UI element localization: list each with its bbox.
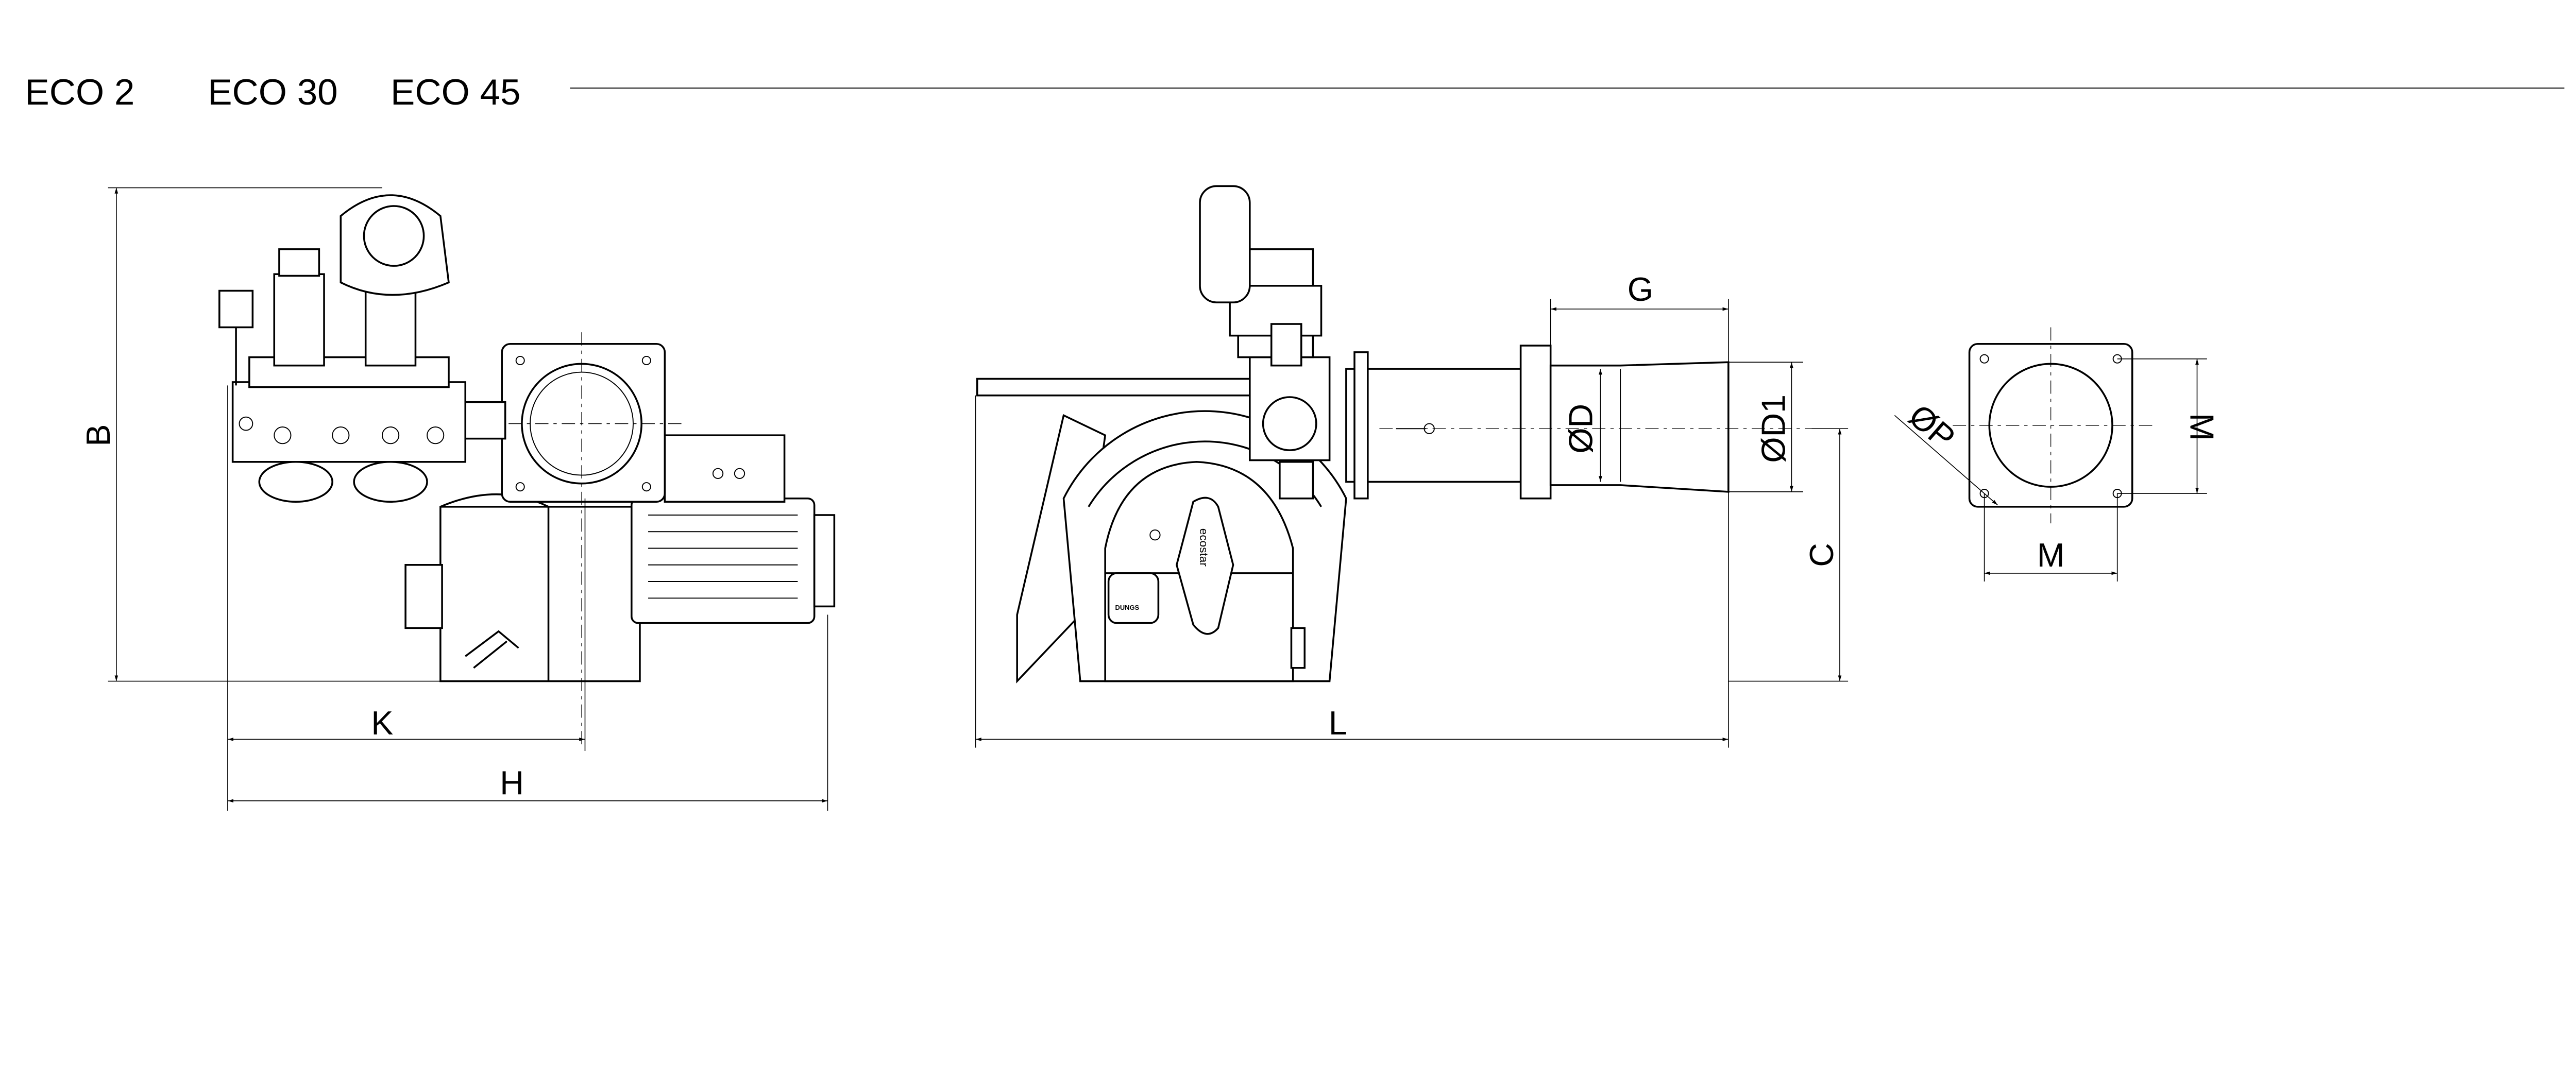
dimension-b-label: B: [80, 424, 117, 447]
dimension-d1-label: ØD1: [1755, 395, 1792, 463]
flange-view: M M ØP: [1894, 327, 2221, 582]
dimension-c-label: C: [1803, 543, 1840, 567]
header: ECO 2 ECO 30 ECO 45: [25, 72, 2565, 113]
dimension-k-label: K: [371, 705, 393, 742]
dimension-l-label: L: [1329, 705, 1347, 742]
dimension-m-vertical-label: M: [2183, 413, 2221, 441]
side-view: ecostar DUNGS: [976, 185, 1812, 684]
model-eco-2: ECO 2: [25, 72, 134, 113]
model-eco-30: ECO 30: [208, 72, 337, 113]
dimension-p-label: ØP: [1902, 397, 1962, 456]
side-view-dimensions: L G ØD ØD1 C: [975, 271, 1849, 748]
model-eco-45: ECO 45: [391, 72, 520, 113]
front-view-dimensions: B K H: [80, 187, 828, 811]
front-view: [218, 194, 836, 748]
dimension-g-label: G: [1628, 271, 1653, 308]
valve-brand-label: DUNGS: [1115, 604, 1140, 611]
dimension-m-horizontal-label: M: [2037, 537, 2065, 574]
dimension-p-line: [1894, 415, 1998, 506]
burner-dimension-drawing: ECO 2 ECO 30 ECO 45: [25, 72, 2565, 811]
brand-label: ecostar: [1197, 528, 1210, 567]
dimension-d-label: ØD: [1562, 404, 1599, 454]
dimension-h-label: H: [500, 764, 524, 801]
